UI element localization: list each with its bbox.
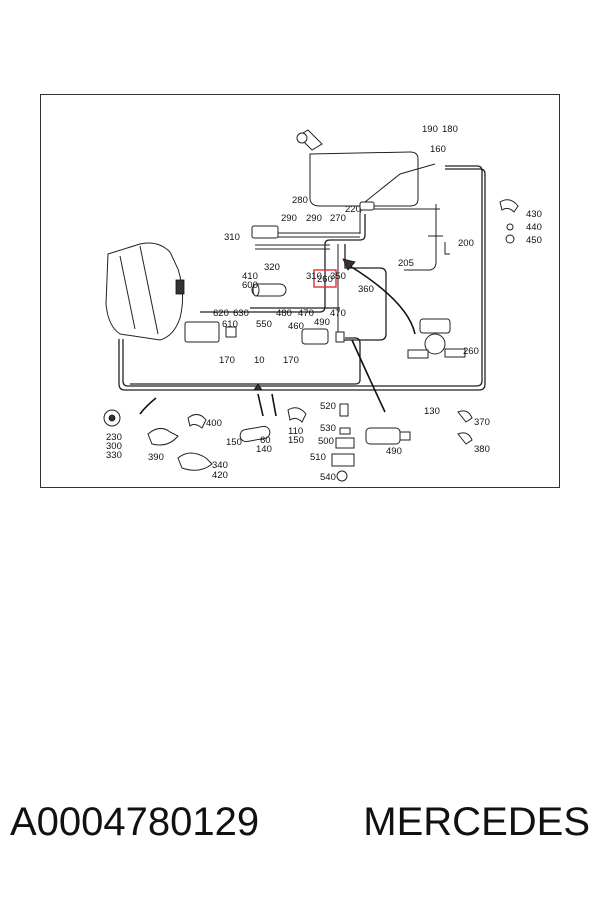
label-110: 110 <box>288 426 303 437</box>
pointer-arrows <box>139 258 416 417</box>
caption: A0004780129 MERCEDES <box>10 800 590 845</box>
label-540: 540 <box>320 472 336 483</box>
clamps-right <box>457 199 519 445</box>
label-400: 400 <box>206 418 222 429</box>
label-150b: 150 <box>288 435 304 446</box>
label-280: 280 <box>292 195 308 206</box>
charcoal-canister <box>105 242 185 341</box>
label-205: 205 <box>398 258 414 269</box>
label-60: 60 <box>260 435 271 446</box>
label-190: 190 <box>422 124 438 135</box>
label-170a: 170 <box>219 355 235 366</box>
label-550: 550 <box>256 319 272 330</box>
label-410: 410 <box>242 271 258 282</box>
label-470b: 470 <box>330 308 346 319</box>
label-230: 230 <box>106 432 122 443</box>
label-340: 340 <box>212 460 228 471</box>
part-number: A0004780129 <box>10 800 260 844</box>
label-600: 600 <box>242 280 258 291</box>
label-220: 220 <box>345 204 361 215</box>
label-270: 270 <box>330 213 346 224</box>
label-310a: 310 <box>224 232 240 243</box>
label-320: 320 <box>264 262 280 273</box>
check-valve <box>251 201 375 239</box>
brand-name: MERCEDES <box>363 800 590 844</box>
label-360: 360 <box>358 284 374 295</box>
label-420: 420 <box>212 470 228 481</box>
label-620: 620 <box>213 308 229 319</box>
label-370: 370 <box>474 417 490 428</box>
label-180: 180 <box>442 124 458 135</box>
fuel-tank <box>296 129 436 207</box>
label-430: 430 <box>526 209 542 220</box>
label-130: 130 <box>424 406 440 417</box>
fuel-filter <box>251 283 287 297</box>
label-330: 330 <box>106 450 122 461</box>
filter-block <box>184 321 345 345</box>
label-150a: 150 <box>226 437 242 448</box>
label-170b: 170 <box>283 355 299 366</box>
label-480: 480 <box>276 308 292 319</box>
label-460: 460 <box>288 321 304 332</box>
label-470a: 470 <box>298 308 314 319</box>
label-350: 350 <box>330 271 346 282</box>
parts-diagram: 190 180 160 280 290 290 270 220 310 320 … <box>103 124 542 483</box>
label-440: 440 <box>526 222 542 233</box>
part-labels: 190 180 160 280 290 290 270 220 310 320 … <box>106 124 542 483</box>
label-500: 500 <box>318 436 334 447</box>
label-260b: 260 <box>463 346 479 357</box>
label-630: 630 <box>233 308 249 319</box>
label-310b: 310 <box>306 271 322 282</box>
label-200: 200 <box>458 238 474 249</box>
label-520: 520 <box>320 401 336 412</box>
label-510: 510 <box>310 452 326 463</box>
bottom-parts <box>103 403 411 482</box>
label-260a: 260 <box>317 274 333 285</box>
label-10: 10 <box>254 355 265 366</box>
label-490b: 490 <box>386 446 402 457</box>
label-160: 160 <box>430 144 446 155</box>
label-140: 140 <box>256 444 272 455</box>
label-290a: 290 <box>281 213 297 224</box>
diagram-frame <box>40 94 560 488</box>
label-530: 530 <box>320 423 336 434</box>
vent-valve <box>407 318 466 359</box>
label-290b: 290 <box>306 213 322 224</box>
label-380: 380 <box>474 444 490 455</box>
label-300: 300 <box>106 441 122 452</box>
label-390: 390 <box>148 452 164 463</box>
label-490a: 490 <box>314 317 330 328</box>
label-610: 610 <box>222 319 238 330</box>
label-450: 450 <box>526 235 542 246</box>
highlight-box <box>313 269 337 288</box>
